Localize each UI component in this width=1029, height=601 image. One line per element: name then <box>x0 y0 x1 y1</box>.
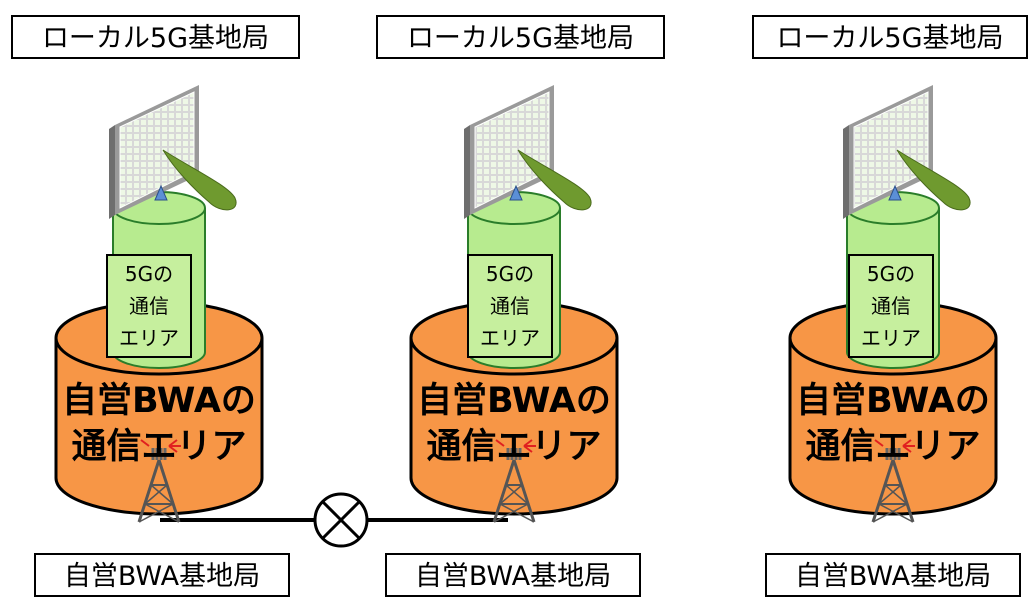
antenna-panel-icon <box>109 85 237 219</box>
bwa-area-line: 自営BWAの <box>62 381 256 421</box>
local-5g-base-station-label: ローカル5G基地局 <box>11 15 300 59</box>
bwa-base-station-label: 自営BWA基地局 <box>385 553 641 597</box>
bwa-area-line: 自営BWAの <box>417 381 611 421</box>
radio-tower-icon <box>137 439 181 523</box>
bwa-area-label: 自営BWAの通信エリア <box>49 378 269 470</box>
bwa-area-label: 自営BWAの通信エリア <box>783 378 1003 470</box>
bwa-area-line: 通信エリア <box>805 427 981 467</box>
area-5g-line: 5Gの <box>485 262 535 286</box>
antenna-panel-icon <box>843 85 971 219</box>
bwa-base-station-label: 自営BWA基地局 <box>765 553 1021 597</box>
area-5g-line: 通信 <box>490 294 530 318</box>
bwa-area-label: 自営BWAの通信エリア <box>404 378 624 470</box>
radio-tower-icon <box>871 439 915 523</box>
bwa-base-station-label: 自営BWA基地局 <box>34 553 290 597</box>
bwa-area-line: 通信エリア <box>426 427 602 467</box>
area-5g-label: 5Gの通信エリア <box>467 254 553 358</box>
area-5g-line: エリア <box>119 326 179 350</box>
bwa-area-line: 自営BWAの <box>796 381 990 421</box>
antenna-panel-icon <box>464 85 592 219</box>
bwa-area-cylinder <box>788 300 998 516</box>
area-5g-label: 5Gの通信エリア <box>106 254 192 358</box>
local-5g-base-station-label: ローカル5G基地局 <box>376 15 665 59</box>
interference-symbol <box>313 492 369 548</box>
radio-tower-icon <box>492 439 536 523</box>
area-5g-line: 通信 <box>129 294 169 318</box>
area-5g-line: 5Gの <box>866 262 916 286</box>
area-5g-line: エリア <box>861 326 921 350</box>
station-unit <box>409 85 619 523</box>
area-5g-label: 5Gの通信エリア <box>848 254 934 358</box>
bwa-area-line: 通信エリア <box>71 427 247 467</box>
area-5g-line: エリア <box>480 326 540 350</box>
area-5g-line: 通信 <box>871 294 911 318</box>
local-5g-base-station-label: ローカル5G基地局 <box>752 15 1028 59</box>
area-5g-line: 5Gの <box>124 262 174 286</box>
